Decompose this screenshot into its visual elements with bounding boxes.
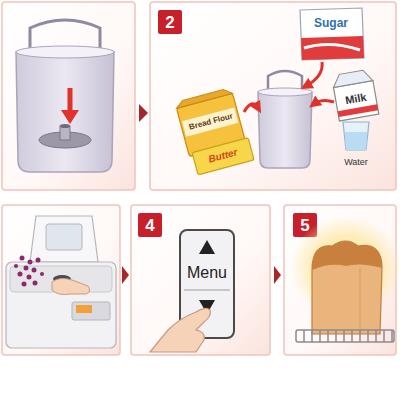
bread-pan-part xyxy=(16,46,114,58)
step-number: 2 xyxy=(165,14,174,31)
pour-arrow-part xyxy=(244,104,258,112)
bread-pan-part xyxy=(258,88,312,96)
cooling-rack xyxy=(296,330,394,342)
bread-loaf-part xyxy=(312,241,382,334)
bread-pan-part xyxy=(16,52,114,172)
package-label: Water xyxy=(344,158,368,167)
yeast-grains-part xyxy=(28,260,33,265)
bread-machine-part xyxy=(6,262,116,348)
flour-bag-part xyxy=(182,107,238,136)
rack-bar xyxy=(335,330,337,342)
sugar-bag-part xyxy=(301,36,364,60)
yeast-grains-part xyxy=(24,266,29,271)
pour-arrow xyxy=(244,62,334,112)
step-panels-part xyxy=(131,205,270,355)
rack-bar xyxy=(343,330,345,342)
step-panels xyxy=(2,2,396,355)
bread-machine-part xyxy=(76,305,92,313)
bread-machine-part xyxy=(46,224,82,250)
sugar-bag xyxy=(300,8,364,60)
bread-pan xyxy=(16,20,114,172)
yeast-grains-part xyxy=(18,272,23,277)
yeast-grains-part xyxy=(20,256,25,261)
bread-machine-part xyxy=(30,216,98,262)
step-panels-part xyxy=(2,205,120,355)
bread-pan xyxy=(258,71,312,168)
bread-machine xyxy=(6,216,116,348)
step-chevron-part xyxy=(139,104,148,122)
rack-bar xyxy=(383,330,385,342)
yeast-grains-part xyxy=(33,281,38,286)
button-label: Menu xyxy=(187,265,227,281)
bread-loaf-part xyxy=(360,268,361,334)
step-badge-part xyxy=(138,213,162,237)
insert-arrow-part xyxy=(61,110,79,124)
bread-pan-part xyxy=(258,92,312,168)
butter-block-part xyxy=(192,138,254,175)
yeast-grains xyxy=(14,256,44,287)
rack-bar xyxy=(359,330,361,342)
step-badge-part xyxy=(158,10,182,34)
yeast-grains-part xyxy=(40,272,44,276)
cooling-rack-part xyxy=(296,330,394,342)
pour-arrow-part xyxy=(314,100,334,104)
bread-machine-part xyxy=(72,302,110,320)
step-panels-part xyxy=(150,2,396,190)
menu-button-part xyxy=(184,290,230,291)
finger xyxy=(150,308,210,352)
pour-arrow-part xyxy=(306,62,322,86)
step-number: 5 xyxy=(300,217,309,234)
step-chevron-part xyxy=(122,266,129,284)
insert-arrow xyxy=(61,88,79,124)
water-glass xyxy=(343,122,369,150)
package-label: Sugar xyxy=(314,17,348,29)
yeast-grains-part xyxy=(14,264,18,268)
milk-carton-part xyxy=(331,69,372,88)
hand-part xyxy=(52,278,90,294)
rack-bar xyxy=(351,330,353,342)
yeast-grains-part xyxy=(22,282,27,287)
yeast-grains-part xyxy=(32,268,37,273)
bread-loaf-part xyxy=(312,241,382,270)
step-badge xyxy=(138,10,317,237)
menu-button-part xyxy=(199,240,215,254)
yeast-grains-part xyxy=(27,275,32,280)
rack-bar xyxy=(375,330,377,342)
rack-bar xyxy=(391,330,393,342)
rack-bar xyxy=(303,330,305,342)
water-glass-part xyxy=(343,122,369,150)
milk-carton-part xyxy=(338,104,378,117)
finger-part xyxy=(150,308,210,352)
step-chevron-part xyxy=(274,266,281,284)
yeast-grains-part xyxy=(36,258,41,263)
butter-block xyxy=(192,138,254,175)
milk-carton xyxy=(331,69,378,121)
sugar-bag-part xyxy=(304,44,360,50)
bread-pan-part xyxy=(60,126,70,140)
water-glass-part xyxy=(345,132,368,150)
bread-loaf xyxy=(312,241,382,334)
bread-pan-part xyxy=(60,124,70,128)
insert-arrow-part xyxy=(68,88,73,112)
rack-bar xyxy=(367,330,369,342)
sugar-bag-part xyxy=(300,8,364,60)
step-number: 4 xyxy=(145,217,154,234)
rack-bar xyxy=(327,330,329,342)
rack-bar xyxy=(311,330,313,342)
step-panels-part xyxy=(2,2,135,190)
flour-bag-part xyxy=(175,88,233,109)
rack-bar xyxy=(319,330,321,342)
hand xyxy=(52,278,90,294)
